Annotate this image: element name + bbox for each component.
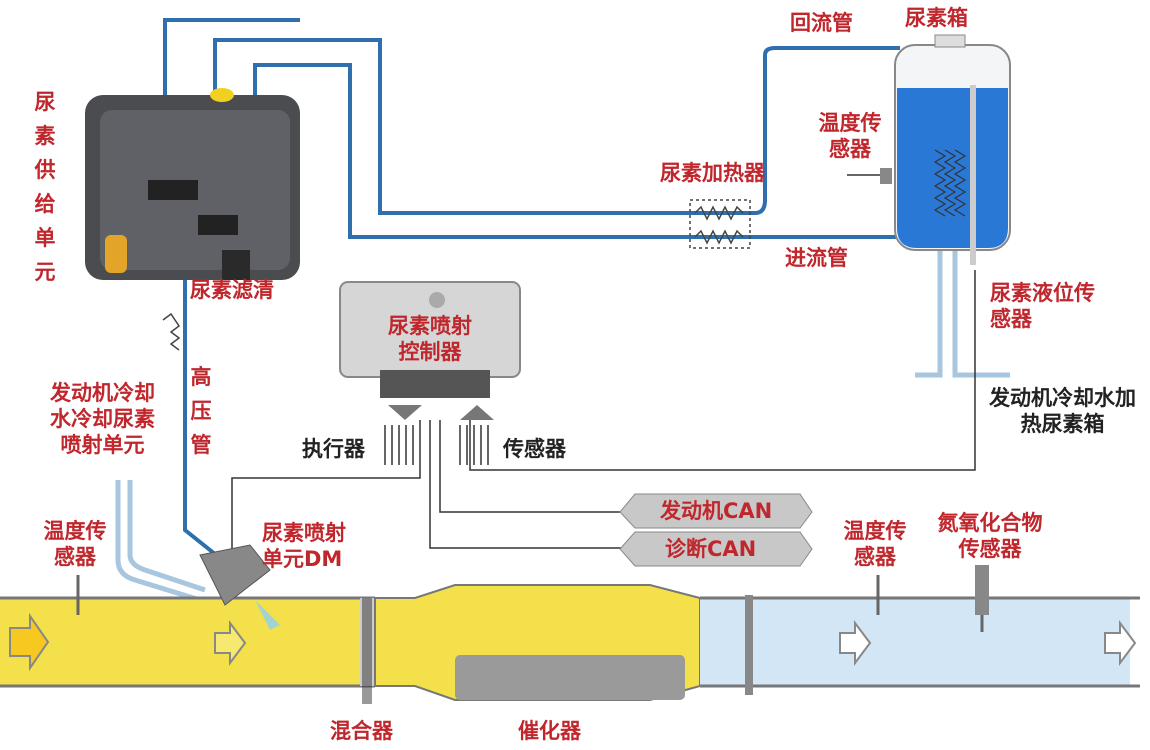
high-pressure-pipe-line (183, 270, 237, 572)
label-coolant-injector: 发动机冷却水冷却尿素喷射单元 (50, 381, 155, 457)
label-high-pressure-pipe: 高压管 (190, 365, 212, 457)
exhaust-pipe (0, 544, 1140, 704)
label-urea-tank: 尿素箱 (905, 6, 968, 30)
urea-tank-body (880, 34, 1011, 265)
label-level-sensor: 尿素液位传感器 (990, 281, 1095, 331)
inlet-pipe-line (253, 63, 905, 239)
return-pipe-line (213, 38, 900, 215)
label-controller: 尿素喷射控制器 (388, 314, 472, 364)
label-urea-filter: 尿素滤清 (190, 278, 274, 302)
engine-can-box (619, 493, 813, 529)
label-catalyst: 催化器 (518, 719, 581, 743)
urea-injection-controller (339, 281, 521, 398)
label-downstream-temp-sensor: 温度传感器 (843, 519, 907, 569)
label-coolant-tank: 发动机冷却水加热尿素箱 (989, 386, 1136, 436)
signal-wires (231, 174, 976, 550)
actuator-lines (384, 425, 489, 465)
injector-dm-body (199, 544, 271, 606)
urea-heater (689, 199, 751, 249)
actuator-arrow-icon (388, 405, 422, 420)
diag-can-box (619, 531, 813, 567)
label-sensor: 传感器 (503, 437, 566, 461)
label-supply-unit: 尿素供给单元 (34, 90, 56, 284)
label-engine-can: 发动机CAN (660, 499, 773, 523)
coolant-pipes (115, 250, 1010, 603)
urea-pipes (163, 18, 905, 572)
urea-supply-unit (85, 88, 300, 280)
sensor-arrow-icon (460, 405, 494, 420)
label-actuator: 执行器 (302, 437, 365, 461)
label-upstream-temp-sensor: 温度传感器 (43, 519, 107, 569)
label-tank-temp-sensor: 温度传感器 (818, 111, 882, 161)
label-mixer: 混合器 (330, 719, 393, 743)
label-diag-can: 诊断CAN (665, 537, 757, 561)
pipe-top (163, 18, 300, 100)
filter-heater (162, 312, 181, 351)
label-injector-dm: 尿素喷射单元DM (262, 521, 346, 571)
label-urea-heater: 尿素加热器 (660, 161, 765, 185)
label-inlet-pipe: 进流管 (785, 246, 848, 270)
label-return-pipe: 回流管 (790, 11, 853, 35)
label-nox-sensor: 氮氧化合物传感器 (937, 511, 1043, 561)
